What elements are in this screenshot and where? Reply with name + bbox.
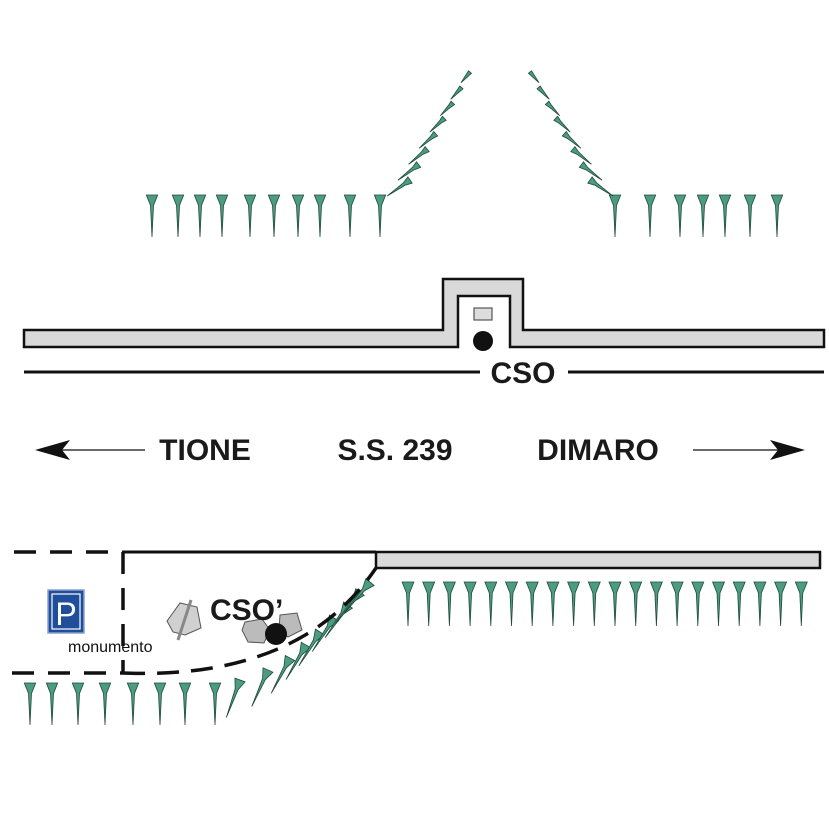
tree-icon — [145, 194, 159, 238]
cso-prime-label: CSO’ — [210, 594, 283, 627]
tree-icon — [649, 581, 663, 627]
tree-icon — [450, 85, 464, 100]
tree-icon — [397, 161, 422, 181]
arrow-right-icon — [770, 440, 805, 460]
tree-icon — [311, 614, 340, 652]
tree-icon — [608, 194, 622, 238]
tree-icon — [463, 581, 477, 627]
path-curve-dashed — [122, 567, 378, 676]
tree-icon — [753, 581, 767, 627]
tree-icon — [343, 577, 375, 613]
tree-icon — [553, 115, 571, 133]
road-name-label: S.S. 239 — [337, 434, 452, 467]
tree-icon — [71, 682, 85, 726]
tree-icon — [608, 581, 622, 627]
tree-icon — [153, 682, 167, 726]
tione-label: TIONE — [159, 434, 251, 467]
road-upper-with-building — [22, 277, 826, 349]
tree-icon — [291, 194, 305, 238]
monument-label: monumento — [68, 639, 153, 656]
tree-icon — [313, 194, 327, 238]
tree-icon — [670, 581, 684, 627]
cso-label: CSO — [490, 357, 555, 390]
tree-icon — [373, 194, 387, 238]
parking-sign: P — [47, 589, 85, 634]
tree-icon — [386, 176, 413, 197]
tree-icon — [718, 194, 732, 238]
tree-icon — [298, 628, 326, 667]
tree-icon — [460, 70, 473, 84]
tree-icon — [673, 194, 687, 238]
tree-icon — [429, 115, 447, 133]
trees — [23, 70, 808, 726]
tree-icon — [243, 194, 257, 238]
tree-icon — [401, 581, 415, 627]
tree-icon — [732, 581, 746, 627]
tree-icon — [442, 581, 456, 627]
tree-icon — [587, 581, 601, 627]
cso-prime-manhole — [265, 623, 287, 645]
tree-icon — [794, 581, 808, 627]
monument-marker — [176, 599, 193, 641]
tree-icon — [629, 581, 643, 627]
tree-icon — [208, 682, 222, 726]
tree-icon — [525, 581, 539, 627]
tree-icon — [567, 581, 581, 627]
tree-icon — [343, 194, 357, 238]
tree-icon — [23, 682, 37, 726]
tree-icon — [774, 581, 788, 627]
tree-icon — [770, 194, 784, 238]
tree-icon — [578, 161, 603, 181]
cso-chamber — [473, 307, 493, 321]
tree-icon — [570, 145, 592, 165]
tree-icon — [743, 194, 757, 238]
tree-icon — [504, 581, 519, 627]
tree-icon — [536, 85, 550, 100]
tree-icon — [171, 194, 185, 238]
tree-icon — [544, 100, 561, 117]
tree-icon — [527, 70, 540, 84]
tree-icon — [45, 682, 59, 726]
tree-icon — [711, 581, 726, 627]
tree-icon — [484, 581, 498, 627]
tree-icon — [546, 581, 560, 627]
tree-icon — [408, 145, 430, 165]
tree-icon — [561, 130, 582, 149]
road-lower — [374, 550, 822, 570]
svg-text:P: P — [55, 596, 76, 632]
tree-icon — [270, 654, 296, 694]
tree-icon — [225, 677, 246, 718]
tree-icon — [193, 194, 207, 238]
tree-icon — [251, 667, 274, 707]
tree-icon — [643, 194, 657, 238]
tree-icon — [691, 581, 705, 627]
tree-icon — [587, 176, 614, 197]
tree-icon — [98, 682, 112, 726]
tree-icon — [267, 194, 281, 238]
tree-icon — [439, 100, 456, 117]
tree-icon — [418, 130, 439, 149]
arrow-left-icon — [35, 440, 70, 460]
tree-icon — [178, 682, 192, 726]
tree-icon — [215, 194, 229, 238]
dimaro-label: DIMARO — [537, 434, 659, 467]
tree-icon — [422, 581, 436, 627]
tree-icon — [696, 194, 710, 238]
tree-icon — [126, 682, 140, 726]
cso-manhole — [473, 331, 493, 351]
